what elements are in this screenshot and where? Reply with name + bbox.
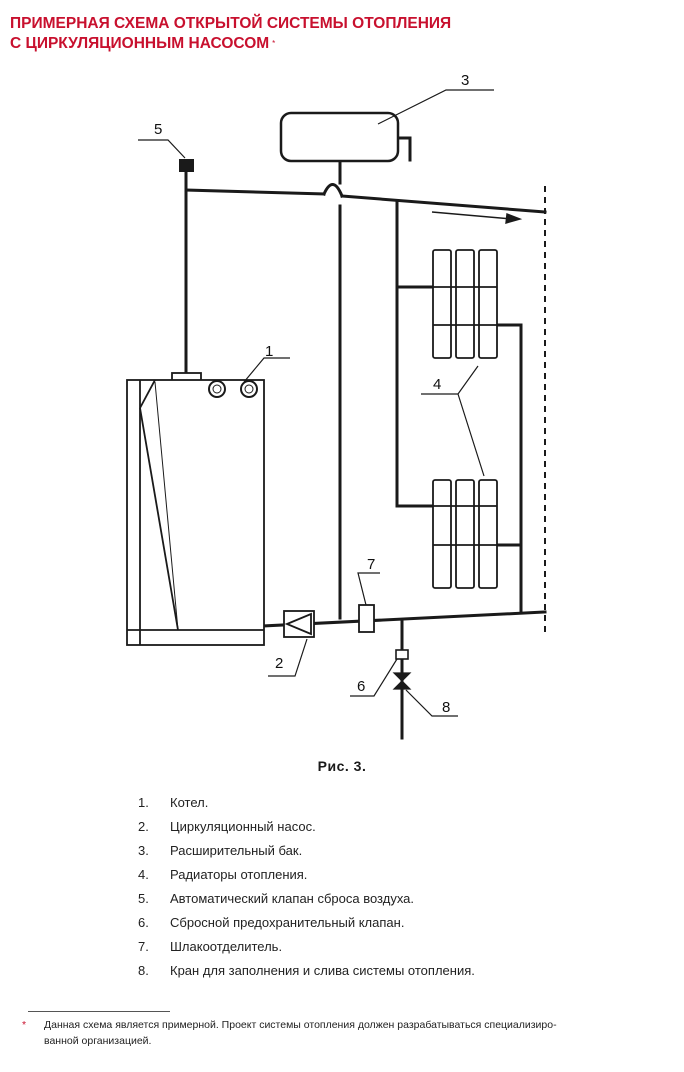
legend-item-text: Сбросной предохранительный клапан.	[170, 915, 405, 930]
footnote-divider	[28, 1011, 170, 1012]
boiler	[126, 372, 265, 646]
legend-item-number: 1.	[138, 795, 149, 810]
footnote-mark: *	[22, 1019, 27, 1031]
legend-item-number: 7.	[138, 939, 149, 954]
leader-8	[405, 689, 458, 717]
callout-1: 1	[265, 343, 273, 360]
legend-item: 1. Котел.	[138, 791, 475, 815]
footnote-line-1: * Данная схема является примерной. Проект…	[22, 1017, 662, 1033]
legend-item: 7. Шлакоотделитель.	[138, 935, 475, 959]
title-line-2: С ЦИРКУЛЯЦИОННЫМ НАСОСОМ*	[10, 34, 610, 54]
callout-8: 8	[442, 699, 450, 716]
expansion-tank	[279, 111, 400, 163]
legend-item: 4. Радиаторы отопления.	[138, 863, 475, 887]
legend-item: 6. Сбросной предохранительный клапан.	[138, 911, 475, 935]
radiator-upper	[432, 249, 498, 359]
supply-pipe-crossover	[322, 183, 344, 198]
legend-item: 2. Циркуляционный насос.	[138, 815, 475, 839]
legend-item-number: 6.	[138, 915, 149, 930]
footnote: * Данная схема является примерной. Проект…	[22, 1017, 662, 1049]
leader-3	[377, 89, 494, 125]
leader-7	[357, 572, 380, 606]
leader-2	[268, 638, 308, 677]
supply-pipe-right	[340, 194, 547, 214]
legend-item-number: 2.	[138, 819, 149, 834]
circulation-pump	[283, 610, 315, 638]
leader-1	[243, 357, 290, 383]
heating-system-diagram: 1 2 3 4 5 6 7 8	[126, 72, 547, 740]
air-valve	[179, 159, 194, 172]
page-title: ПРИМЕРНАЯ СХЕМА ОТКРЫТОЙ СИСТЕМЫ ОТОПЛЕН…	[10, 14, 610, 54]
legend-item-number: 3.	[138, 843, 149, 858]
title-footnote-mark: *	[272, 39, 276, 48]
callout-2: 2	[275, 655, 283, 672]
supply-pipe	[184, 188, 326, 196]
legend-item: 3. Расширительный бак.	[138, 839, 475, 863]
legend-item: 8. Кран для заполнения и слива системы от…	[138, 959, 475, 983]
callout-4: 4	[433, 376, 441, 393]
legend-item-text: Автоматический клапан сброса воздуха.	[170, 891, 415, 906]
leader-6	[350, 658, 398, 697]
legend-item-number: 4.	[138, 867, 149, 882]
leader-4	[421, 365, 485, 477]
legend-item-text: Кран для заполнения и слива системы отоп…	[170, 963, 475, 978]
callout-3: 3	[461, 72, 469, 89]
callout-7: 7	[367, 556, 375, 573]
safety-valve	[395, 649, 409, 660]
title-line-1: ПРИМЕРНАЯ СХЕМА ОТКРЫТОЙ СИСТЕМЫ ОТОПЛЕН…	[10, 15, 452, 32]
footnote-text-1: Данная схема является примерной. Проект …	[44, 1019, 557, 1031]
flow-arrow	[431, 211, 523, 224]
legend-item-text: Шлакоотделитель.	[170, 939, 283, 954]
legend-item-text: Радиаторы отопления.	[170, 867, 308, 882]
legend-item-number: 8.	[138, 963, 149, 978]
legend-item-text: Котел.	[170, 795, 209, 810]
figure-caption: Рис. 3.	[317, 758, 367, 774]
legend-item-number: 5.	[138, 891, 149, 906]
footnote-line-2: ванной организацией.	[44, 1035, 152, 1047]
legend-item-text: Циркуляционный насос.	[170, 819, 316, 834]
callout-5: 5	[154, 121, 162, 138]
tank-overflow-pipe	[396, 136, 412, 162]
radiator-lower	[432, 479, 498, 589]
title-line-2-text: С ЦИРКУЛЯЦИОННЫМ НАСОСОМ	[10, 35, 270, 52]
legend-list: 1. Котел. 2. Циркуляционный насос. 3. Расши…	[138, 791, 475, 983]
legend-item-text: Расширительный бак.	[170, 843, 303, 858]
leader-5	[138, 139, 186, 159]
radiator-return-riser	[495, 323, 523, 614]
slag-separator	[358, 604, 375, 633]
drain-tap	[392, 672, 412, 690]
legend-item: 5. Автоматический клапан сброса воздуха.	[138, 887, 475, 911]
callout-6: 6	[357, 678, 365, 695]
